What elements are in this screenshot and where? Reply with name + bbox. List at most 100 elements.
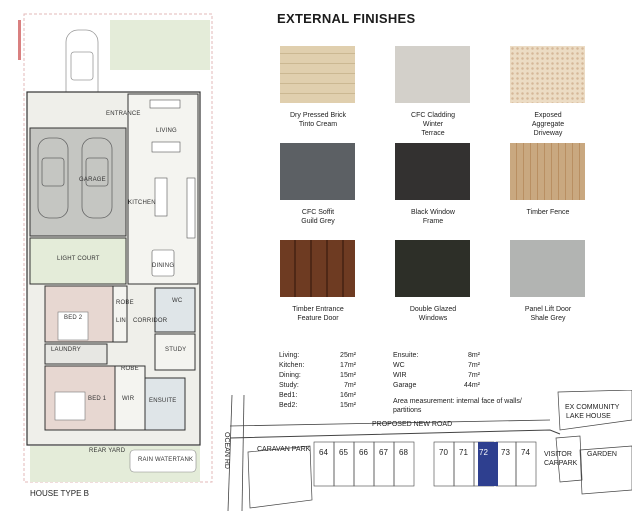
- swatch-label-line: Frame: [422, 218, 444, 225]
- area-value: 25m²: [340, 352, 356, 359]
- area-name: Dining:: [279, 372, 301, 379]
- swatch-lift-door: [510, 240, 585, 297]
- room-wc: WC: [172, 298, 183, 304]
- rain-tank-label: RAIN WATERTANK: [138, 457, 194, 463]
- area-row: Ensuite: 8m²: [393, 352, 480, 362]
- road-label: PROPOSED NEW ROAD: [372, 421, 453, 428]
- rear-yard-label: REAR YARD: [89, 448, 126, 454]
- swatch-label-line: Feature Door: [297, 315, 339, 322]
- swatch-label-line: Timber Fence: [526, 209, 570, 216]
- room-dining: DINING: [152, 263, 175, 269]
- lot-number: 65: [339, 448, 348, 457]
- area-name: Study:: [279, 382, 299, 389]
- room-corridor: CORRIDOR: [133, 318, 168, 324]
- room-laundry: LAUNDRY: [51, 347, 81, 353]
- area-row: Kitchen: 17m²: [279, 362, 356, 372]
- room-kitchen: KITCHEN: [128, 200, 156, 206]
- lot-number: 70: [439, 448, 448, 457]
- room-robe-2: ROBE: [121, 366, 139, 372]
- lot-number: 66: [359, 448, 368, 457]
- carpark-label: CARPARK: [544, 460, 578, 467]
- area-name: Kitchen:: [279, 362, 305, 369]
- area-name: WIR: [393, 372, 407, 379]
- area-note: Area measurement: internal face of walls…: [393, 398, 522, 414]
- area-name: Garage: [393, 382, 417, 389]
- room-bed1: BED 1: [88, 396, 107, 402]
- swatch-entrance-door: [280, 240, 355, 297]
- area-name: Living:: [279, 352, 300, 359]
- finishes-title: EXTERNAL FINISHES: [277, 11, 416, 26]
- swatch-label-line: Double Glazed: [409, 306, 457, 313]
- ocean-rd-label: OCEAN RD: [223, 432, 230, 469]
- swatch-label-line: Dry Pressed Brick: [289, 112, 346, 119]
- caravan-park-label: CARAVAN PARK: [257, 446, 311, 453]
- swatch-label-line: Exposed: [534, 112, 562, 119]
- area-name: Ensuite:: [393, 352, 419, 359]
- area-value: 7m²: [467, 372, 480, 379]
- lot-number: 73: [501, 448, 510, 457]
- lot-number: 74: [521, 448, 530, 457]
- area-value: 44m²: [464, 382, 480, 389]
- swatch-label-line: Aggregate: [531, 121, 565, 128]
- swatch-label-line: Winter: [422, 121, 444, 128]
- swatch-label-line: Windows: [418, 315, 448, 322]
- community-label: EX COMMUNITY: [565, 404, 620, 411]
- room-entrance: ENTRANCE: [106, 111, 141, 117]
- area-row: Living: 25m²: [279, 352, 356, 362]
- lake-house-label: LAKE HOUSE: [566, 413, 611, 420]
- area-row: Dining: 15m²: [279, 372, 356, 382]
- room-living: LIVING: [156, 128, 177, 134]
- lot-outline: [515, 441, 537, 487]
- area-row: Bed2:15m²: [279, 402, 356, 412]
- swatch-label-timber-fence: Timber Fence: [493, 208, 603, 217]
- room-bed2: BED 2: [64, 315, 83, 321]
- swatch-aggregate: [510, 46, 585, 103]
- area-row: Study: 7m²: [279, 382, 356, 392]
- swatch-glazed-windows: [395, 240, 470, 297]
- lot-number: 68: [399, 448, 408, 457]
- lot-outline: [393, 441, 415, 487]
- swatch-label-line: Panel Lift Door: [524, 306, 572, 313]
- floor-plan: ENTRANCE LIVING GARAGE KITCHEN LIGHT COU…: [0, 0, 220, 511]
- area-row: Bed1: 16m²: [279, 392, 356, 402]
- lot-number-highlighted: 72: [479, 448, 488, 457]
- swatch-label-line: Black Window: [411, 209, 455, 216]
- area-name: Bed1:: [279, 392, 298, 399]
- area-value: 15m²: [340, 372, 356, 379]
- area-value: 15m²: [340, 402, 356, 409]
- visitor-label: VISITOR: [544, 451, 572, 458]
- area-name: WC: [393, 362, 405, 369]
- swatch-label-line: Shale Grey: [530, 315, 566, 322]
- swatch-label-line: CFC Cladding: [411, 112, 455, 119]
- lot-number: 64: [319, 448, 328, 457]
- area-value: 8m²: [467, 352, 480, 359]
- swatch-label-line: Tinto Cream: [298, 121, 338, 128]
- site-plan-drawing: [227, 389, 632, 512]
- area-row: WIR 7m²: [393, 372, 480, 382]
- swatch-label-line: Terrace: [421, 130, 445, 137]
- swatch-label-line: Driveway: [533, 130, 563, 137]
- site-plan: PROPOSED NEW ROAD OCEAN RD CARAVAN PARK …: [220, 389, 632, 512]
- area-value: 7m²: [467, 362, 480, 369]
- swatch-soffit: [280, 143, 355, 200]
- floor-plan-drawing: [18, 13, 213, 483]
- swatch-label-line: Timber Entrance: [292, 306, 344, 313]
- area-value: 16m²: [340, 392, 356, 399]
- room-garage: GARAGE: [79, 177, 106, 183]
- lot-number: 67: [379, 448, 388, 457]
- swatch-window-frame: [395, 143, 470, 200]
- room-robe: ROBE: [116, 300, 134, 306]
- room-study: STUDY: [165, 347, 187, 353]
- lot-number: 71: [459, 448, 468, 457]
- area-value: 17m²: [340, 362, 356, 369]
- area-value: 7m²: [343, 382, 356, 389]
- swatch-cladding: [395, 46, 470, 103]
